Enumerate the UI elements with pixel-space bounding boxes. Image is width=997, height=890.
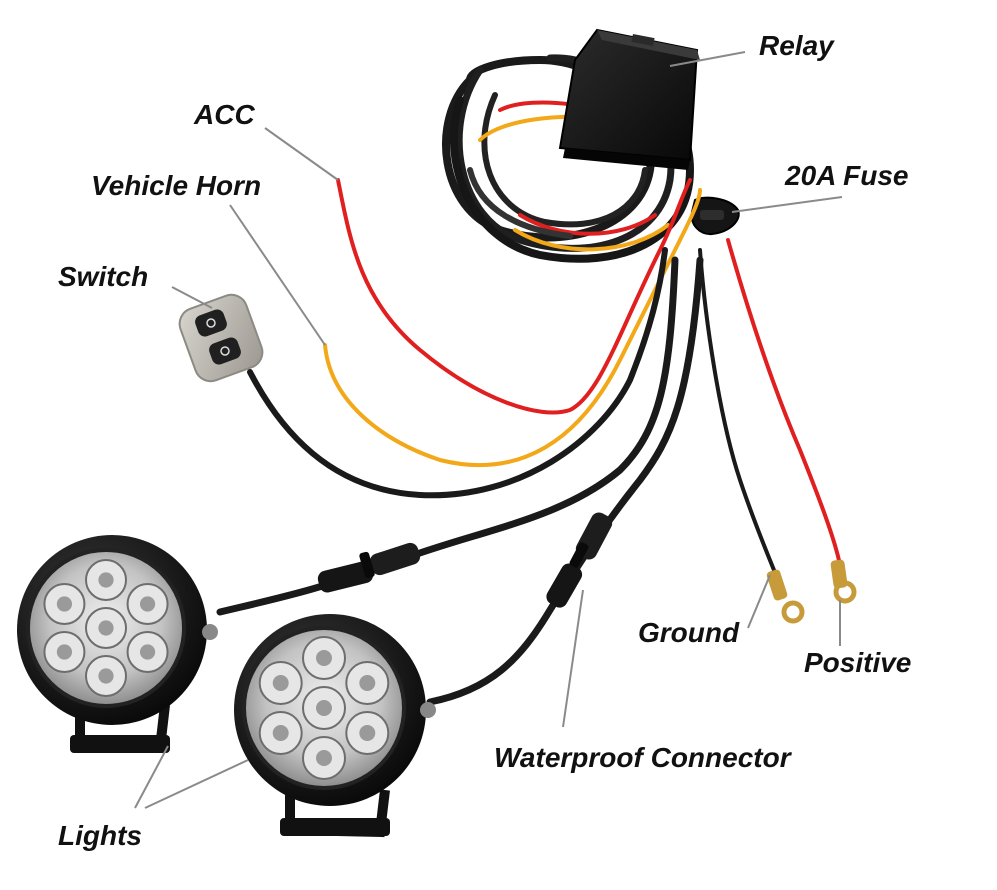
leader-ground bbox=[747, 574, 771, 629]
light-2-led-core-2 bbox=[316, 650, 332, 666]
leader-connector bbox=[562, 589, 584, 728]
light-1-led-core-2 bbox=[98, 572, 114, 588]
switch-device bbox=[178, 293, 264, 383]
label-lights: Lights bbox=[58, 820, 142, 851]
label-relay: Relay bbox=[759, 30, 834, 61]
light-cable-1 bbox=[216, 256, 679, 616]
light-1-leds bbox=[43, 559, 169, 697]
light-2-leds bbox=[258, 636, 390, 780]
acc-wire bbox=[336, 178, 692, 415]
light-1-led-core-7 bbox=[56, 596, 73, 612]
label-switch: Switch bbox=[58, 261, 149, 292]
leader-lights-1 bbox=[134, 745, 169, 809]
positive-terminal bbox=[830, 559, 857, 604]
label-waterproof-connector: Waterproof Connector bbox=[494, 742, 791, 773]
waterproof-connector-1 bbox=[317, 542, 421, 593]
light-1-led-core-1 bbox=[98, 620, 114, 636]
label-vehicle-horn: Vehicle Horn bbox=[91, 170, 262, 201]
light-2-led-core-7 bbox=[272, 675, 289, 691]
label-ground: Ground bbox=[638, 617, 740, 648]
light-2-led-core-3 bbox=[359, 675, 376, 691]
light-2-led-core-6 bbox=[272, 725, 289, 741]
switch-cable bbox=[247, 247, 668, 499]
wire-bundle bbox=[442, 54, 695, 263]
light-1-led-core-6 bbox=[56, 644, 73, 660]
leader-lights-2 bbox=[144, 759, 249, 809]
positive-wire bbox=[726, 238, 842, 567]
leader-fuse bbox=[731, 196, 843, 213]
light-1-led-core-5 bbox=[98, 668, 114, 684]
leader-horn bbox=[229, 204, 326, 346]
horn-wire bbox=[323, 188, 702, 468]
label-acc: ACC bbox=[194, 99, 255, 130]
label-20a-fuse: 20A Fuse bbox=[785, 160, 909, 191]
light-2-led-core-1 bbox=[316, 700, 332, 716]
leader-relay bbox=[669, 51, 746, 67]
waterproof-connector-2 bbox=[546, 512, 613, 608]
leader-switch bbox=[171, 286, 213, 309]
light-2-led-core-5 bbox=[316, 750, 332, 766]
fuse-holder bbox=[690, 196, 740, 236]
light-2-led-core-4 bbox=[359, 725, 376, 741]
ground-wire bbox=[698, 248, 780, 582]
label-positive: Positive bbox=[804, 647, 912, 678]
leader-acc bbox=[264, 127, 339, 181]
ground-terminal bbox=[766, 569, 805, 624]
light-1-led-core-3 bbox=[139, 596, 156, 612]
leader-lines bbox=[134, 51, 843, 809]
light-1-led-core-4 bbox=[139, 644, 156, 660]
relay bbox=[558, 28, 700, 170]
